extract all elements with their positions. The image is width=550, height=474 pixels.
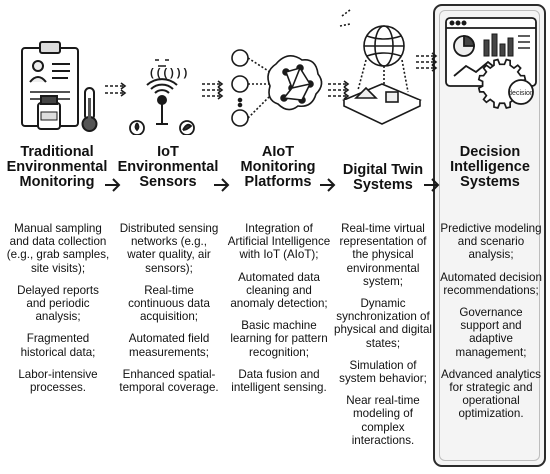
stage-5-title: Decision Intelligence Systems	[450, 144, 530, 190]
stage-5-icons: decision	[440, 0, 542, 135]
list-item: Integration of Artificial Intelligence w…	[227, 222, 331, 262]
clipboard-icon	[21, 41, 79, 127]
stage-2-items: Distributed sensing networks (e.g., wate…	[117, 222, 221, 403]
stage-3-icons	[228, 0, 330, 135]
stage-3-items: Integration of Artificial Intelligence w…	[227, 222, 331, 403]
globe-digital-twin-icon	[339, 9, 422, 125]
list-item: Real-time continuous data acquisition;	[128, 283, 210, 324]
list-item: Automated data cleaning and anomaly dete…	[230, 270, 328, 311]
stage-4-icons	[336, 0, 426, 135]
sample-bottle-icon	[37, 95, 61, 130]
list-item: Near real-time modeling of complex inter…	[346, 394, 420, 447]
arrow-3	[318, 176, 338, 194]
list-item: Enhanced spatial-temporal coverage.	[119, 367, 219, 395]
list-item: Labor-intensive processes.	[18, 367, 98, 395]
dashed-arrow-2	[200, 78, 230, 102]
decision-gear-icon: decision	[477, 58, 534, 110]
list-item: Fragmented historical data;	[20, 332, 96, 359]
svg-text:( ( ( ) ) ): ( ( ( ) ) )	[150, 67, 188, 79]
list-item: Distributed sensing networks (e.g., wate…	[119, 222, 219, 275]
leaf-sensor-icon	[179, 120, 195, 135]
stage-2-icons: ( ( ( ) ) )	[125, 0, 200, 135]
list-item: Automated decision recommendations;	[440, 270, 542, 297]
water-drop-sensor-icon	[129, 120, 145, 135]
dashed-arrow-1	[103, 78, 133, 102]
stage-1-items: Manual sampling and data collection (e.g…	[6, 222, 110, 403]
stage-4-items: Real-time virtual representation of the …	[333, 222, 433, 456]
stage-1-title: Traditional Environmental Monitoring	[6, 144, 108, 190]
dashed-arrow-3	[326, 78, 356, 102]
stage-3-title: AIoT Monitoring Platforms	[240, 144, 316, 190]
list-item: Dynamic synchronization of physical and …	[334, 297, 432, 350]
list-item: Real-time virtual representation of the …	[339, 222, 427, 288]
list-item: Advanced analytics for strategic and ope…	[441, 367, 541, 421]
gear-label: decision	[508, 90, 534, 97]
list-item: Manual sampling and data collection (e.g…	[6, 222, 110, 275]
list-item: Delayed reports and periodic analysis;	[17, 283, 99, 324]
arrow-1	[103, 176, 123, 194]
stage-2-title: IoT Environmental Sensors	[117, 144, 219, 190]
list-item: Data fusion and intelligent sensing.	[231, 367, 327, 395]
thermometer-icon	[81, 87, 98, 132]
neural-network-brain-icon	[231, 49, 323, 127]
stage-4-title: Digital Twin Systems	[342, 162, 424, 193]
wireless-tower-icon: ( ( ( ) ) )	[146, 59, 188, 125]
list-item: Automated field measurements;	[128, 332, 210, 359]
stage-1-icons	[12, 0, 107, 135]
list-item: Governance support and adaptive manageme…	[455, 306, 527, 359]
list-item: Simulation of system behavior;	[339, 358, 427, 386]
list-item: Basic machine learning for pattern recog…	[230, 319, 328, 359]
dashed-arrow-4	[414, 50, 444, 74]
stage-5-items: Predictive modeling and scenario analysi…	[440, 222, 542, 430]
list-item: Predictive modeling and scenario analysi…	[440, 222, 542, 262]
arrow-2	[212, 176, 232, 194]
arrow-4	[422, 176, 442, 194]
